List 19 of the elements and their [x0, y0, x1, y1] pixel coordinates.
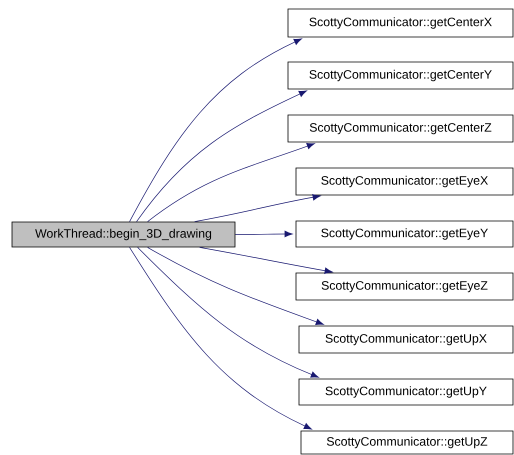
- function-box: ScottyCommunicator::getUpZ: [300, 430, 514, 454]
- arrow: [137, 247, 319, 378]
- function-box: ScottyCommunicator::getUpY: [298, 378, 514, 406]
- arrow: [129, 247, 312, 430]
- function-box: ScottyCommunicator::getEyeY: [296, 220, 514, 248]
- arrow: [129, 38, 302, 222]
- function-box: WorkThread::begin_3D_drawing: [12, 222, 236, 248]
- arrow: [147, 142, 315, 222]
- function-box: ScottyCommunicator::getCenterY: [288, 62, 514, 90]
- arrow: [136, 90, 307, 222]
- function-box: ScottyCommunicator::getCenterZ: [288, 114, 514, 142]
- arrow: [147, 247, 324, 325]
- arrow: [199, 247, 333, 274]
- arrow: [235, 230, 293, 238]
- arrow: [194, 194, 321, 222]
- function-box: ScottyCommunicator::getUpX: [298, 326, 514, 354]
- function-box: ScottyCommunicator::getCenterX: [288, 8, 514, 38]
- function-box: ScottyCommunicator::getEyeZ: [296, 272, 514, 300]
- function-box: ScottyCommunicator::getEyeX: [296, 168, 514, 196]
